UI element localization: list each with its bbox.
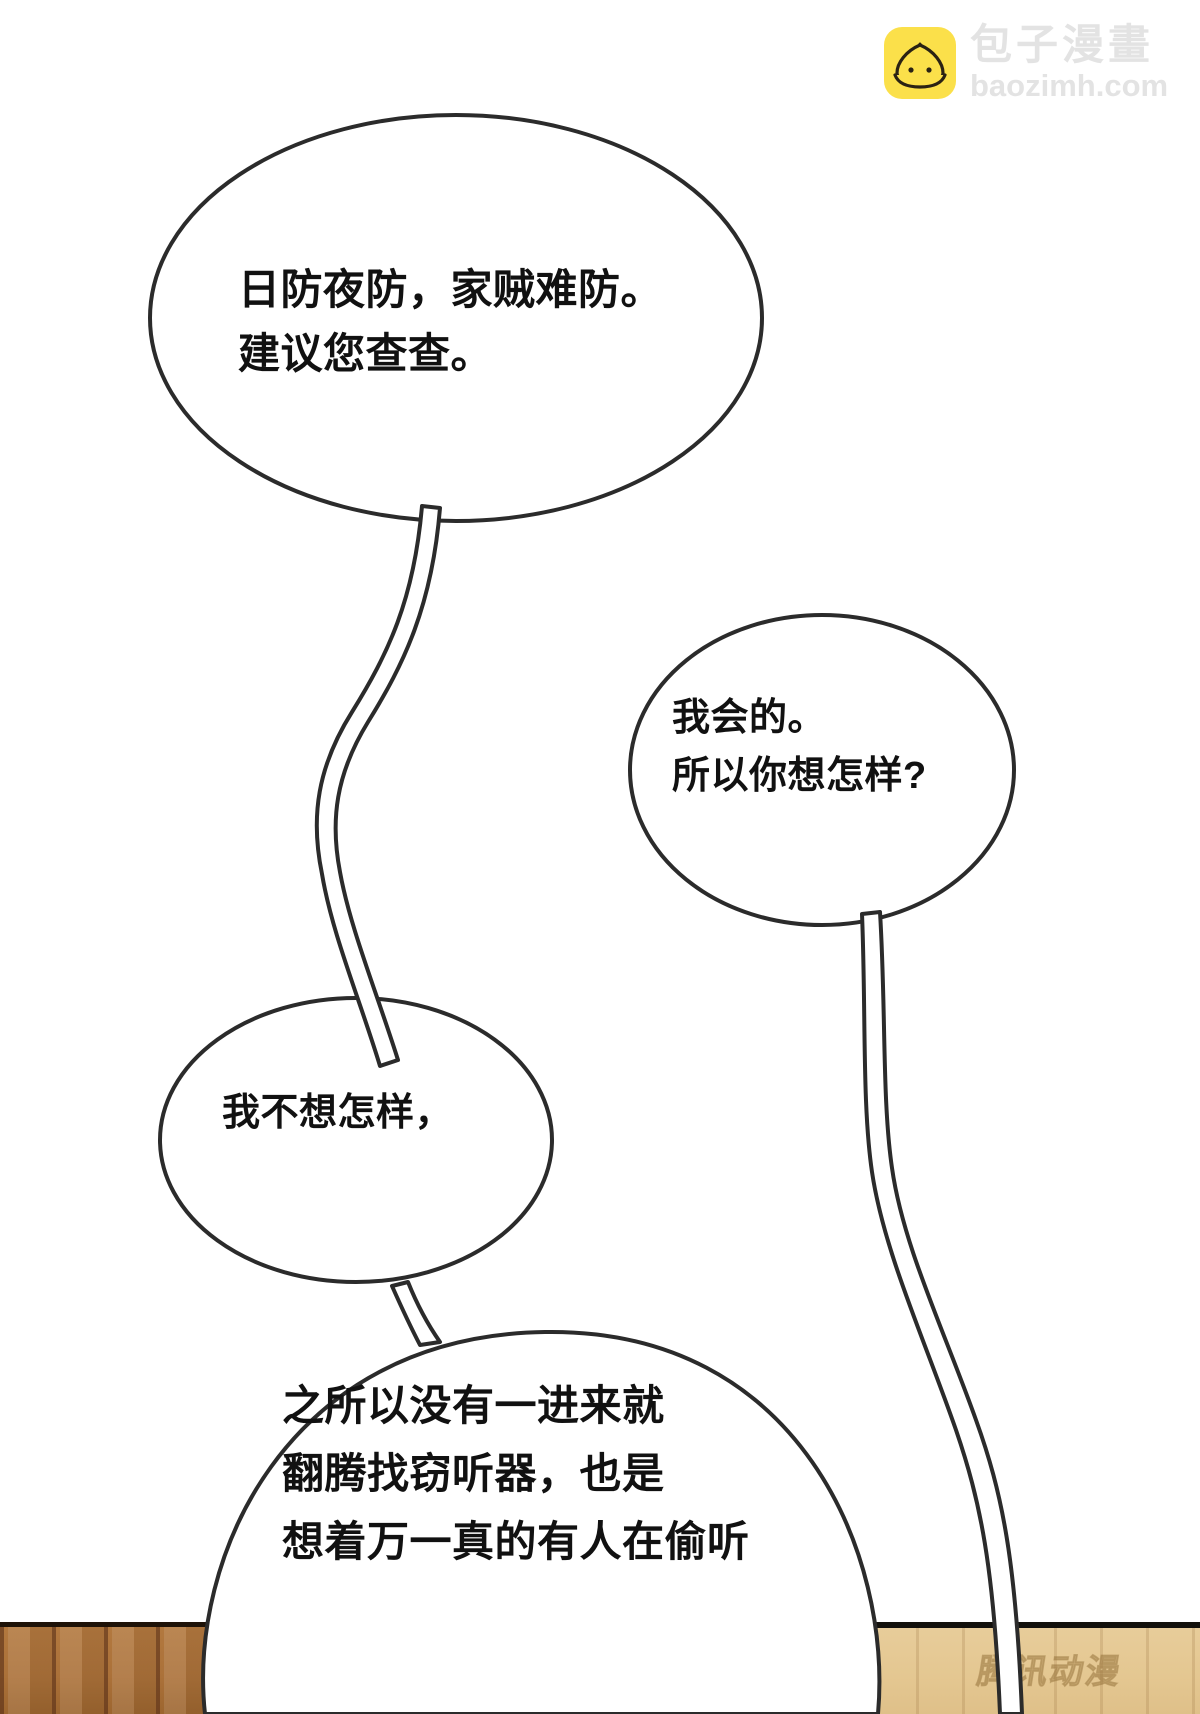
bubble-2-text: 我会的。 所以你想怎样? xyxy=(672,697,927,797)
bubble-1-text: 日防夜防，家贼难防。 建议您查查。 xyxy=(238,266,664,377)
baozi-dumpling-icon xyxy=(884,26,956,99)
bubble-4-tail xyxy=(390,1280,442,1347)
site-logo-url: baozimh.com xyxy=(970,68,1169,103)
site-logo: 包子漫畫 baozimh.com xyxy=(884,24,1168,101)
wood-panel-right: 腾讯动漫 xyxy=(870,1622,1200,1714)
bubble-2-tail xyxy=(860,910,1024,1714)
scene-background-strip: 腾讯动漫 xyxy=(0,1622,1200,1714)
bubble-3-text: 我不想怎样， xyxy=(222,1092,454,1134)
site-logo-cn: 包子漫畫 xyxy=(970,21,1155,68)
wall-panel-middle xyxy=(210,1622,890,1714)
site-logo-text: 包子漫畫 baozimh.com xyxy=(970,21,1169,103)
bubble-4-text: 之所以没有一进来就 翻腾找窃听器，也是 想着万一真的有人在偷听 xyxy=(282,1382,750,1566)
bubble-1-tail xyxy=(314,504,442,1068)
wood-panel-left xyxy=(0,1622,218,1714)
site-watermark: 腾讯动漫 xyxy=(974,1653,1125,1692)
